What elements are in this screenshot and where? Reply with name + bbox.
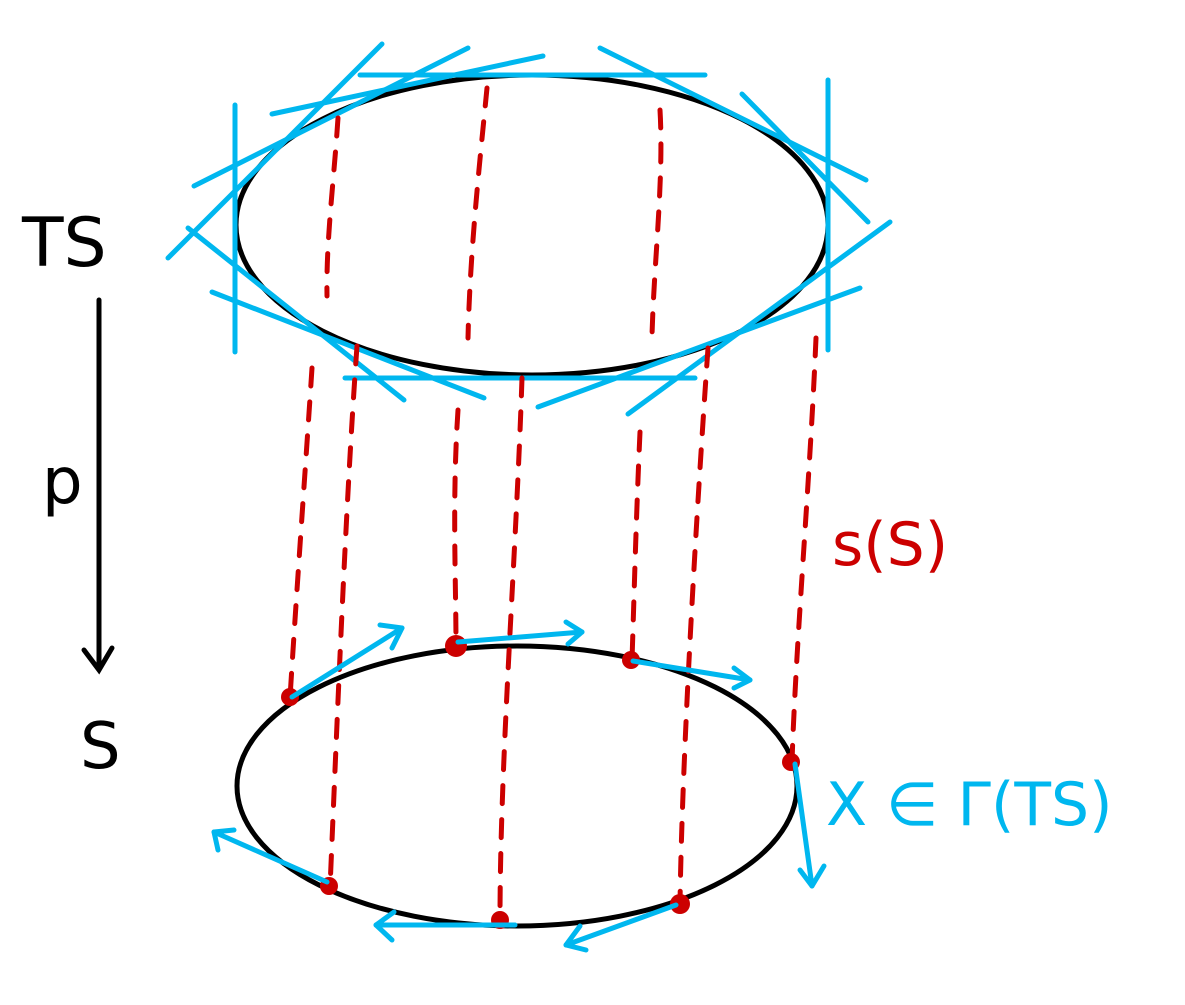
section-curve	[629, 429, 643, 663]
vector-arrow	[455, 619, 585, 647]
vector-arrow	[211, 827, 330, 885]
tangent-line	[191, 45, 471, 189]
vector-field-label: X ∈ Γ(TS)	[826, 770, 1113, 840]
vector-arrow	[792, 761, 827, 889]
vector-arrow	[630, 658, 753, 691]
vector-arrow	[373, 909, 518, 943]
tangent-line	[739, 91, 871, 225]
section-point	[670, 894, 690, 914]
section-curve	[677, 345, 711, 907]
tangent-line	[597, 45, 869, 183]
vector-arrow	[563, 902, 679, 953]
section-label: s(S)	[832, 510, 949, 580]
section-curve	[327, 343, 360, 891]
tangent-line	[625, 219, 893, 417]
section-points	[281, 635, 800, 929]
down-arrow-icon	[81, 297, 115, 675]
section-point	[445, 635, 467, 657]
vector-field-arrows	[211, 619, 827, 953]
section-curve	[649, 107, 664, 339]
section-curve	[465, 85, 490, 341]
tangent-line	[535, 285, 863, 410]
section-curve	[789, 335, 819, 765]
section-curve	[497, 375, 525, 923]
projection-label: p	[42, 445, 83, 519]
tangent-line	[165, 41, 385, 261]
section-curves	[287, 85, 819, 923]
section-curve	[324, 115, 341, 299]
vector-arrow	[289, 622, 405, 700]
tangent-line	[209, 289, 487, 401]
tangent-line	[185, 225, 407, 403]
base-circle-label: S	[80, 710, 121, 784]
tangent-line	[269, 53, 546, 117]
section-curve	[287, 365, 315, 701]
tangent-bundle-label: TS	[22, 204, 107, 283]
tangent-lines	[165, 41, 893, 417]
section-curve	[452, 407, 461, 649]
